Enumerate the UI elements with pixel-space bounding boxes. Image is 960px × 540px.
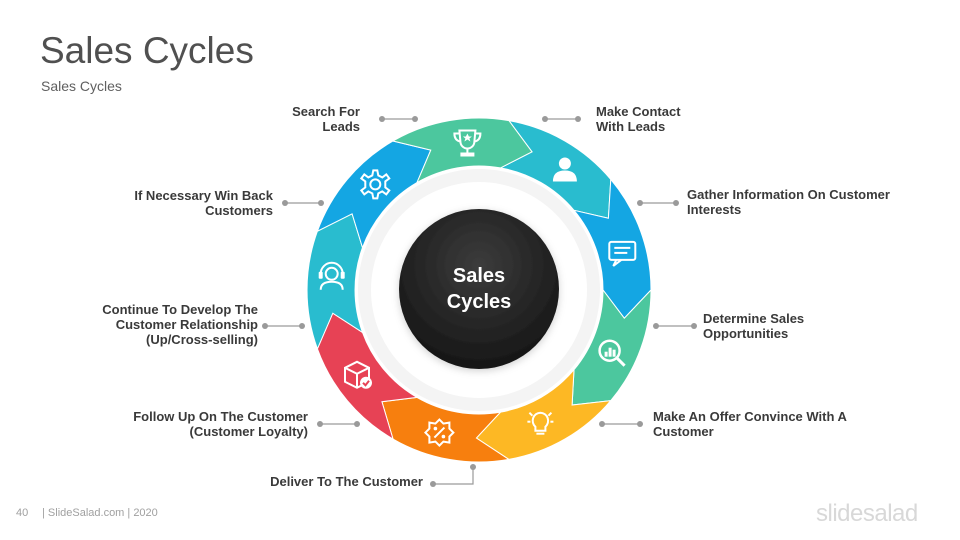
step-label-line: (Up/Cross-selling) [146, 332, 258, 347]
center-title-line2: Cycles [447, 291, 512, 313]
step-label-7: Follow Up On The Customer(Customer Loyal… [133, 409, 308, 439]
connector-dot [317, 421, 323, 427]
label-connectors [262, 116, 697, 487]
lightbulb-icon [527, 411, 554, 435]
center-circle [399, 209, 559, 369]
connector-line-6 [433, 467, 474, 485]
package-check-icon [344, 360, 372, 389]
step-label-line: Customer Relationship [115, 317, 258, 332]
connector-dot [637, 421, 643, 427]
connector-dot [379, 116, 385, 122]
step-label-line: Opportunities [703, 326, 789, 341]
step-label-line: Leads [322, 119, 360, 134]
connector-dot [575, 116, 581, 122]
step-label-line: Determine Sales [703, 311, 805, 326]
gear-icon [359, 169, 391, 200]
cycle-ring [306, 117, 652, 463]
step-label-line: If Necessary Win Back [134, 188, 273, 203]
magnifier-chart-icon [598, 339, 626, 367]
step-label-line: Gather Information On Customer [687, 187, 890, 202]
connector-dot [299, 323, 305, 329]
step-label-line: Interests [687, 202, 742, 217]
brand-logo: slidesalad [816, 500, 918, 527]
user-icon [552, 157, 577, 182]
step-label-line: Search For [292, 104, 360, 119]
step-label-line: Make An Offer Convince With A [653, 409, 847, 424]
connector-dot [430, 481, 436, 487]
step-label-line: Deliver To The Customer [270, 474, 423, 489]
center-title-line1: Sales [453, 265, 505, 287]
connector-dot [412, 116, 418, 122]
step-icons [318, 129, 637, 448]
connector-dot [653, 323, 659, 329]
chat-icon [608, 240, 637, 267]
connector-dot [691, 323, 697, 329]
connector-dot [599, 421, 605, 427]
headset-icon [318, 261, 345, 290]
step-label-line: Customers [205, 203, 273, 218]
step-label-line: With Leads [596, 119, 666, 134]
step-label-line: Follow Up On The Customer [133, 409, 308, 424]
step-label-line: (Customer Loyalty) [189, 424, 308, 439]
page-title: Sales Cycles [40, 30, 254, 71]
footer-text: | SlideSalad.com | 2020 [42, 507, 158, 519]
step-label-6: Deliver To The Customer [270, 474, 423, 489]
step-label-line: Customer [653, 424, 714, 439]
step-label-line: Continue To Develop The [102, 302, 258, 317]
connector-dot [542, 116, 548, 122]
connector-dot [673, 200, 679, 206]
connector-dot [637, 200, 643, 206]
connector-dot [470, 464, 476, 470]
cycle-segment-9 [391, 117, 533, 184]
page-subtitle: Sales Cycles [41, 78, 122, 94]
connector-dot [282, 200, 288, 206]
connector-dot [354, 421, 360, 427]
discount-badge-icon [423, 418, 455, 448]
page-number: 40 [16, 507, 29, 519]
connector-dot [318, 200, 324, 206]
connector-dot [262, 323, 268, 329]
trophy-icon [453, 129, 482, 157]
step-label-line: Make Contact [596, 104, 681, 119]
